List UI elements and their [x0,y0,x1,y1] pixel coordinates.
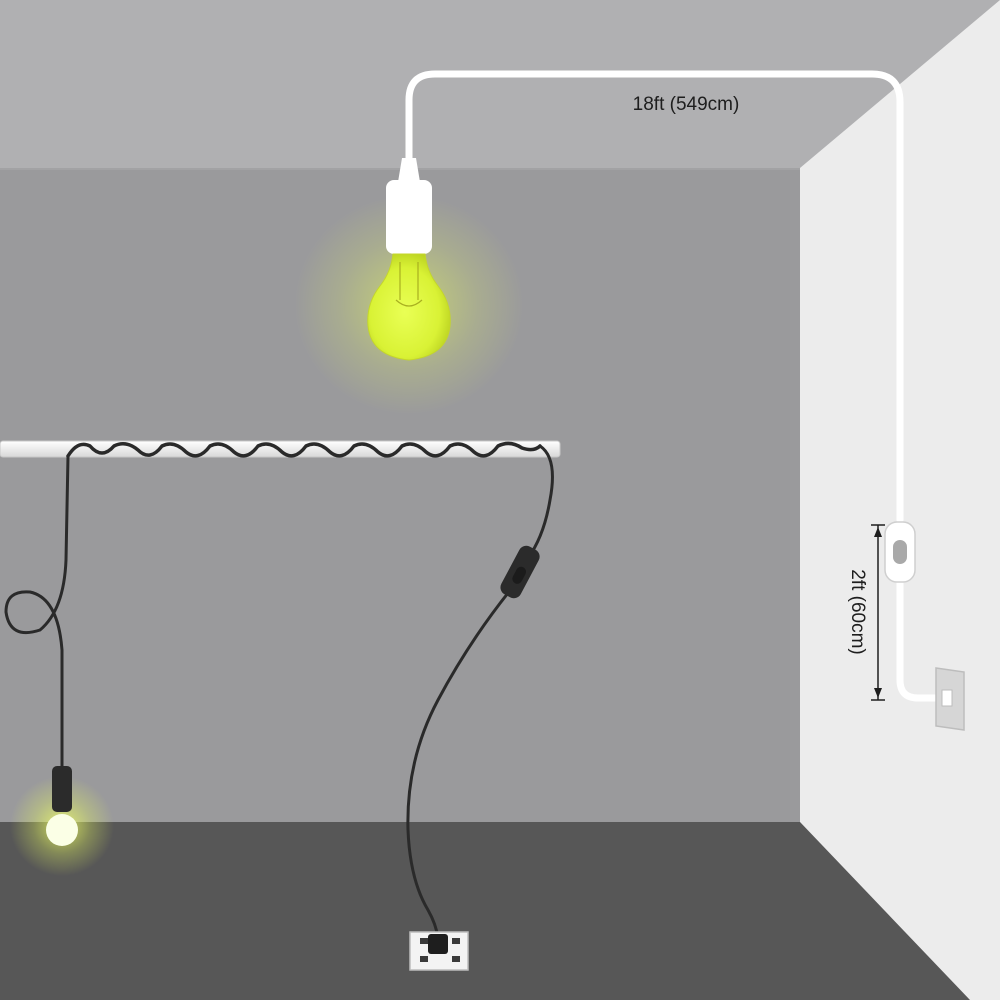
big-bulb-filament [395,262,423,307]
cord-length-label: 18ft (549cm) [633,94,740,115]
black-cord-right-lower [406,586,514,940]
big-bulb-socket-neck [398,158,420,182]
black-cord-wrap [66,441,542,458]
switch-distance-marker [871,524,885,701]
inline-switch-black-toggle [512,566,527,584]
floor-outlet [409,931,469,971]
big-bulb-glass [367,253,451,361]
small-bulb-socket [52,766,72,812]
white-power-cord [405,70,904,524]
small-bulb [46,814,78,846]
white-power-cord-lower [896,576,948,702]
big-bulb-socket [386,180,432,254]
inline-switch-white-toggle [893,540,907,564]
black-cord-right-drop [526,444,554,560]
switch-distance-label: 2ft (60cm) [847,569,868,655]
black-cord-left-drop [4,454,70,770]
wall-outlet-right-plug [941,689,953,707]
